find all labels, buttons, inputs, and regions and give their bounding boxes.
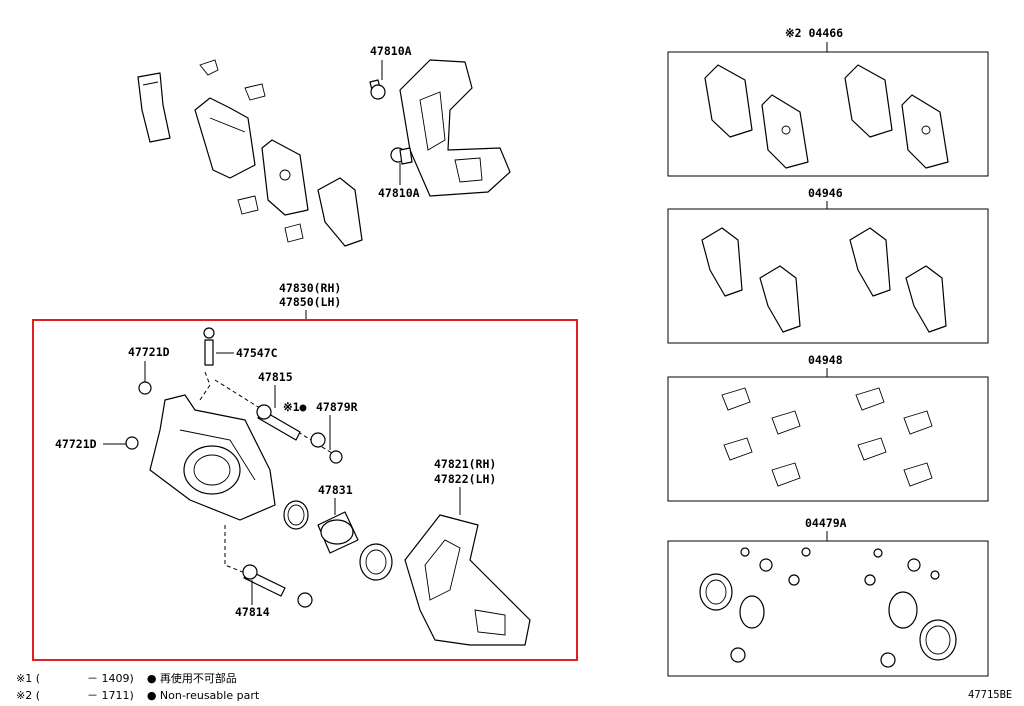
footnote-1: ※1 ( － 1409) ● 再使用不可部品 bbox=[16, 670, 237, 686]
top-pad-assembly[interactable] bbox=[137, 59, 363, 247]
label-part-47879r[interactable]: 47879R bbox=[316, 400, 358, 414]
figure-code: 47715BE bbox=[968, 689, 1012, 701]
label-kit-04946[interactable]: 04946 bbox=[808, 186, 843, 200]
footnote-2: ※2 ( － 1711) ● Non-reusable part bbox=[16, 687, 259, 703]
footnote-2-text: ● Non-reusable part bbox=[146, 689, 260, 702]
kit-04946-shims bbox=[701, 227, 947, 333]
kit-box-04466[interactable] bbox=[667, 51, 989, 177]
label-pin-47815[interactable]: 47815 bbox=[258, 370, 293, 384]
label-mount-rh[interactable]: 47821(RH) bbox=[434, 457, 496, 471]
kit-box-04479a[interactable] bbox=[667, 540, 989, 677]
caliper-assembly-box[interactable] bbox=[32, 319, 578, 661]
label-mount-lh[interactable]: 47822(LH) bbox=[434, 472, 496, 486]
label-kit-04479a[interactable]: 04479A bbox=[805, 516, 847, 530]
footnote-1-open: ( bbox=[35, 672, 41, 685]
label-bleeder-plug[interactable]: 47547C bbox=[236, 346, 278, 360]
kit-04948-clips bbox=[721, 387, 933, 487]
label-ref-marker: ※1● bbox=[283, 400, 307, 414]
label-piston[interactable]: 47831 bbox=[318, 483, 353, 497]
kit-04479a-seals bbox=[699, 547, 957, 668]
label-caliper-rh[interactable]: 47830(RH) bbox=[279, 281, 341, 295]
footnote-1-range: － 1409) bbox=[87, 672, 134, 685]
footnote-2-range: － 1711) bbox=[87, 689, 134, 702]
label-caliper-lh[interactable]: 47850(LH) bbox=[279, 295, 341, 309]
label-kit-04466[interactable]: ※2 04466 bbox=[785, 26, 843, 40]
footnote-2-open: ( bbox=[35, 689, 41, 702]
footnote-2-mark: ※2 bbox=[16, 689, 33, 702]
label-pin-47814[interactable]: 47814 bbox=[235, 605, 270, 619]
footnote-1-text: ● 再使用不可部品 bbox=[146, 672, 237, 685]
caliper-body[interactable] bbox=[149, 371, 336, 576]
label-bleeder-bolt-2[interactable]: 47721D bbox=[55, 437, 97, 451]
top-mounting-bracket[interactable] bbox=[369, 59, 511, 197]
caliper-mount-bracket[interactable] bbox=[404, 514, 531, 646]
footnote-1-mark: ※1 bbox=[16, 672, 33, 685]
label-top-bolt-a[interactable]: 47810A bbox=[370, 44, 412, 58]
label-bleeder-bolt-1[interactable]: 47721D bbox=[128, 345, 170, 359]
label-kit-04948[interactable]: 04948 bbox=[808, 353, 843, 367]
kit-box-04946[interactable] bbox=[667, 208, 989, 344]
piston-and-seals[interactable] bbox=[283, 500, 393, 581]
kit-04466-pads bbox=[704, 64, 949, 169]
label-top-bolt-b[interactable]: 47810A bbox=[378, 186, 420, 200]
kit-box-04948[interactable] bbox=[667, 376, 989, 502]
